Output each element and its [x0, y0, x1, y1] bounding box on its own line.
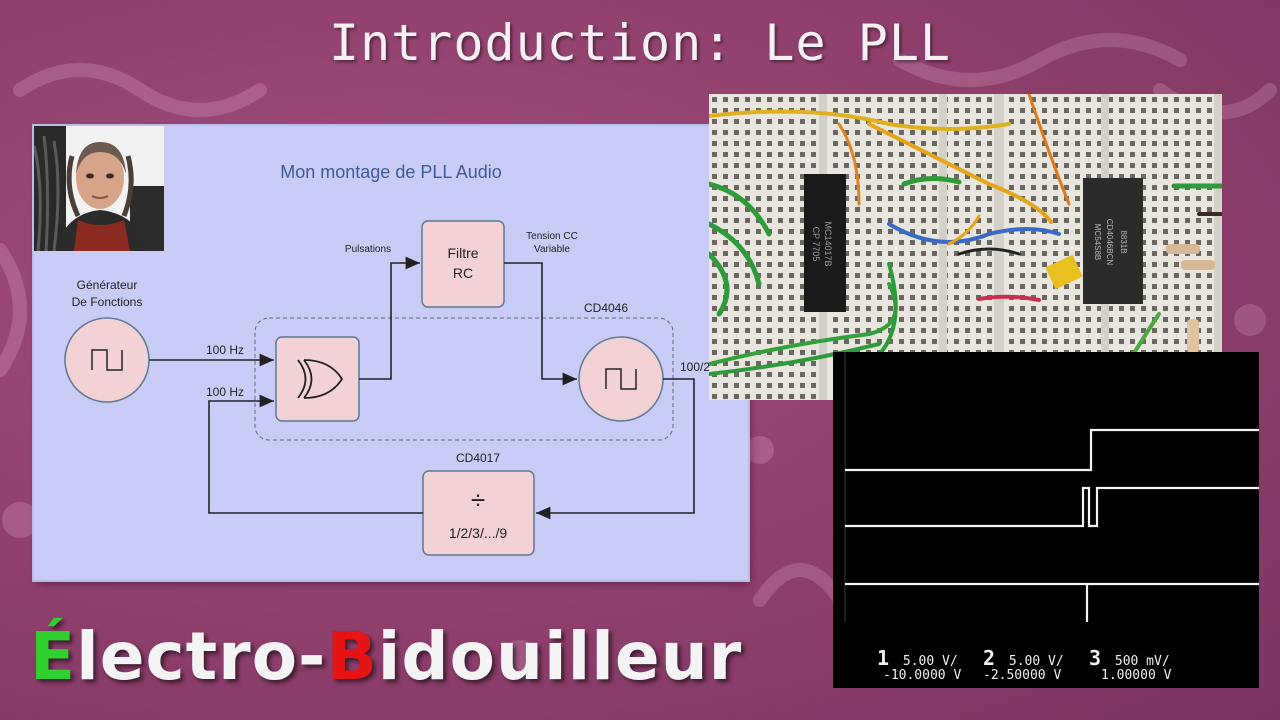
- resistors: [1166, 244, 1215, 353]
- tension-label-line2: Variable: [534, 244, 570, 255]
- generator-label-line1: Générateur: [77, 278, 138, 292]
- generator-label-line2: De Fonctions: [72, 295, 143, 309]
- svg-text:MC14017B: MC14017B: [823, 221, 833, 266]
- slide-title: Mon montage de PLL Audio: [280, 162, 502, 182]
- vco-chip-label: CD4046: [584, 301, 628, 315]
- oscilloscope-capture: 1 5.00 V/ 2 5.00 V/ 3 500 mV/ -10.0000 V…: [833, 352, 1259, 688]
- svg-text:CP 7705: CP 7705: [811, 227, 821, 262]
- brand-part-2: idouilleur: [377, 618, 743, 695]
- svg-text:CD4046BCN: CD4046BCN: [1105, 219, 1114, 265]
- divider-chip-label: CD4017: [456, 451, 500, 465]
- channel-3-number: 3: [1089, 646, 1102, 670]
- xor-phase-comparator-block: [275, 336, 360, 422]
- square-wave-icon: [605, 368, 637, 390]
- channel-2-scale: 5.00 V/: [1008, 654, 1064, 669]
- scope-traces: [844, 352, 1259, 624]
- block-diagram: Mon montage de PLL Audio Générateur De F…: [64, 162, 710, 556]
- channel-1-scale: 5.00 V/: [902, 654, 958, 669]
- pulsations-label: Pulsations: [345, 244, 391, 255]
- channel-1-offset: -10.0000 V: [883, 668, 962, 683]
- mc14017b-chip: MC14017B CP 7705: [804, 174, 846, 312]
- output-frequency: 100/2: [680, 360, 710, 374]
- channel-2-offset: -2.50000 V: [983, 668, 1062, 683]
- trace-channel-3: [845, 582, 1259, 624]
- channel-3-scale: 500 mV/: [1114, 654, 1170, 669]
- channel-brand-logo: Électro-Bidouilleur: [30, 618, 742, 695]
- input-frequency-1: 100 Hz: [206, 343, 244, 357]
- brand-letter-e: É: [30, 618, 77, 695]
- xor-gate-icon: [297, 359, 344, 399]
- rc-filter-block: [421, 220, 505, 308]
- channel-3-offset: 1.00000 V: [1101, 668, 1172, 683]
- video-title: Introduction: Le PLL: [328, 14, 952, 72]
- filter-label-line1: Filtre: [447, 245, 478, 261]
- breadboard-photo: MC14017B CP 7705 CD4046BCN MC54S8B 8831B: [709, 94, 1222, 400]
- divider-symbol: ÷: [471, 485, 485, 515]
- tension-label-line1: Tension CC: [526, 231, 578, 242]
- square-wave-icon: [91, 349, 123, 371]
- brand-part-1: lectro-: [76, 618, 327, 695]
- input-frequency-2: 100 Hz: [206, 385, 244, 399]
- svg-text:MC54S8B: MC54S8B: [1093, 224, 1102, 260]
- trace-channel-1: [845, 428, 1259, 472]
- presenter-webcam: [34, 126, 164, 251]
- signal-connections: [149, 256, 695, 520]
- yellow-capacitor: [1045, 254, 1083, 290]
- divider-ratios: 1/2/3/.../9: [449, 525, 508, 541]
- cd4046-chip: CD4046BCN MC54S8B 8831B: [1083, 178, 1143, 304]
- brand-letter-b: B: [326, 618, 378, 695]
- trace-channel-2: [845, 486, 1259, 528]
- svg-text:8831B: 8831B: [1119, 230, 1128, 253]
- channel-1-number: 1: [877, 646, 890, 670]
- channel-2-number: 2: [983, 646, 996, 670]
- vco-block: [578, 336, 664, 422]
- function-generator-block: [64, 317, 150, 403]
- filter-label-line2: RC: [453, 265, 473, 281]
